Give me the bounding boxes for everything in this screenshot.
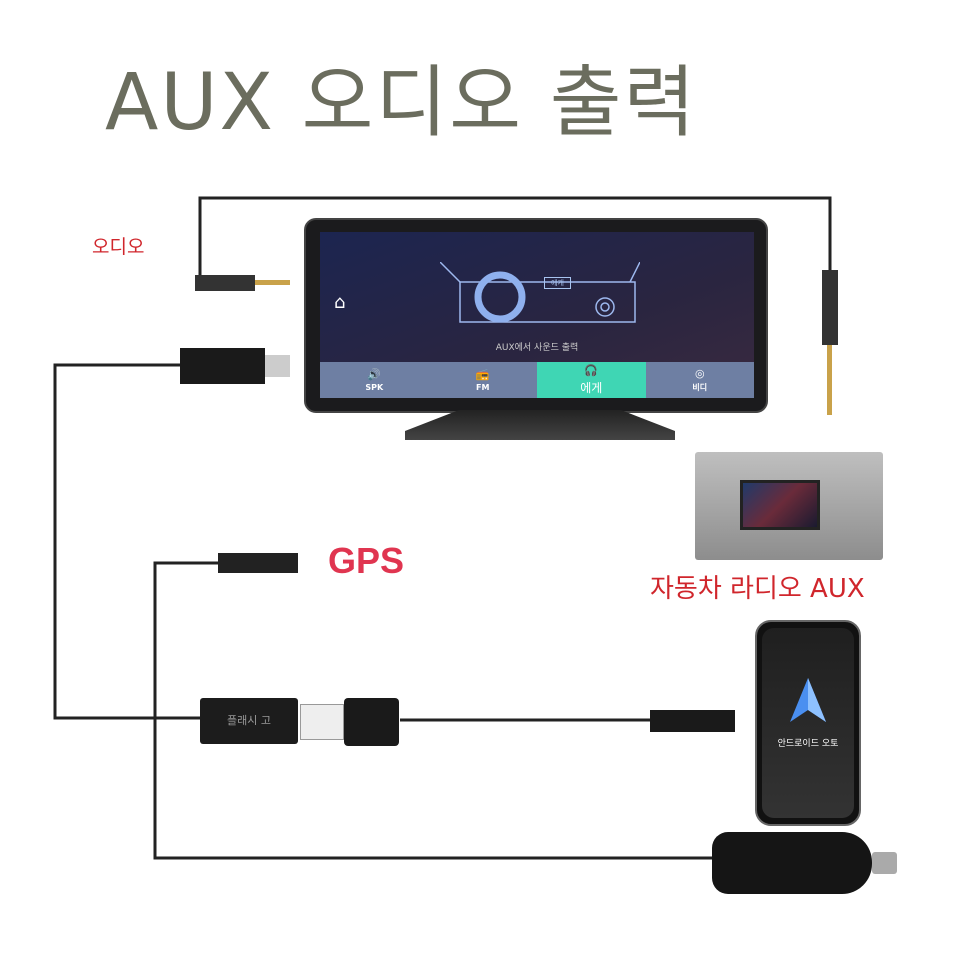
car-radio-aux-label: 자동차 라디오 AUX	[650, 574, 865, 604]
android-auto-label: 안드로이드 오토	[777, 739, 839, 749]
phone-screen: 안드로이드 오토	[762, 628, 854, 818]
usb-plug-body	[344, 698, 399, 746]
usb-dongle: 플래시 고	[200, 698, 298, 744]
aux-cable	[198, 196, 832, 275]
car-charger-tip	[872, 852, 897, 874]
radio-icon: 📻	[475, 368, 490, 381]
gps-charger-cable	[153, 561, 712, 860]
usb-c-plug	[180, 348, 265, 384]
steering-wheel-icon	[474, 271, 526, 323]
tab-aux[interactable]: 🎧 에게	[537, 362, 646, 398]
tab-label: FM	[476, 383, 490, 392]
gps-label: GPS	[328, 540, 405, 581]
usb-a-plug	[300, 704, 344, 740]
tab-video[interactable]: ◎ 비디	[645, 362, 754, 398]
tab-label: 에게	[580, 381, 603, 395]
smartphone: 안드로이드 오토	[755, 620, 861, 826]
aux-plug-left	[195, 275, 255, 291]
screen-status-text: AUX에서 사운드 출력	[495, 343, 579, 353]
gps-connector	[218, 553, 298, 573]
home-icon[interactable]: ⌂	[334, 292, 346, 313]
dash-display-device: ⌂ 에게 AUX에서 사운드 출력 🔊 SPK 📻 FM 🎧 에게 ◎ 비디	[304, 218, 768, 413]
mini-usb-plug	[650, 710, 735, 732]
scene-label: 에게	[544, 277, 571, 289]
usb-c-cable	[53, 363, 200, 720]
audio-output-tabs: 🔊 SPK 📻 FM 🎧 에게 ◎ 비디	[320, 362, 754, 398]
tab-fm[interactable]: 📻 FM	[428, 362, 537, 398]
dongle-label: 플래시 고	[227, 714, 271, 727]
audio-label: 오디오	[92, 236, 145, 258]
page-title: AUX 오디오 출력	[105, 58, 698, 148]
steering-wheel-icon: ◎	[694, 367, 705, 380]
device-stand	[405, 410, 675, 440]
car-dashboard-illustration	[440, 262, 640, 323]
car-radio-screen	[740, 480, 820, 530]
android-auto-icon	[790, 678, 826, 722]
tab-label: SPK	[365, 383, 384, 392]
car-radio-photo	[695, 452, 883, 560]
speaker-icon: 🔊	[367, 368, 382, 381]
headphones-icon: 🎧	[584, 364, 599, 377]
device-screen: ⌂ 에게 AUX에서 사운드 출력 🔊 SPK 📻 FM 🎧 에게 ◎ 비디	[320, 232, 754, 398]
tab-spk[interactable]: 🔊 SPK	[320, 362, 429, 398]
tab-label: 비디	[692, 383, 708, 392]
car-charger	[712, 832, 872, 894]
aux-plug-right	[822, 270, 838, 345]
